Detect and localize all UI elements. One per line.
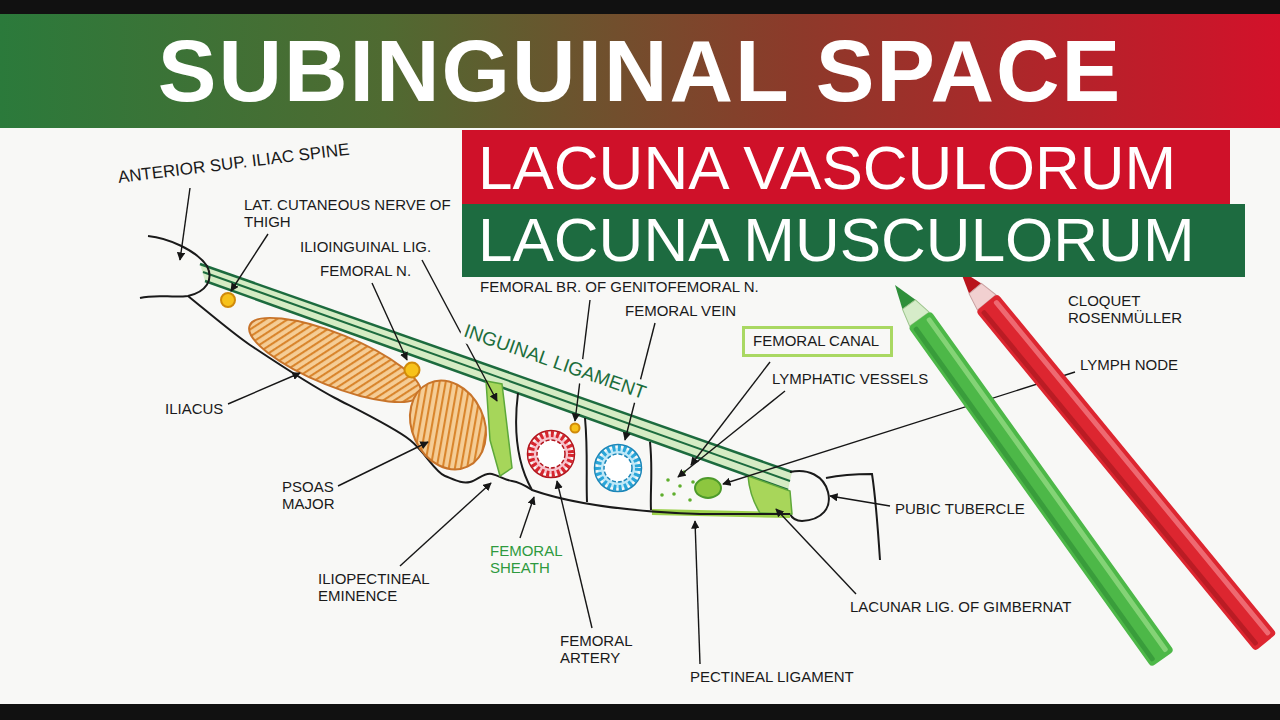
lymph-label: CLOQUET ROSENMÜLLER — [1068, 292, 1188, 327]
femoral-artery — [528, 431, 575, 478]
bone-outline — [140, 236, 210, 298]
leader-line — [180, 188, 190, 260]
section-banner: LACUNA MUSCULORUM — [462, 204, 1245, 277]
vessel-label: FEMORAL ARTERY — [560, 632, 642, 667]
leader-line — [557, 481, 592, 628]
inguinal-ligament — [200, 264, 792, 490]
femoral-artery — [537, 440, 565, 468]
iliopectineal-arch — [486, 381, 512, 476]
femoral-vein — [595, 445, 642, 492]
section-banner: LACUNA VASCULORUM — [462, 130, 1230, 207]
lymphatic-vessel-dots — [666, 478, 670, 482]
leader-line — [691, 362, 770, 465]
ligament-label: ILIOINGUINAL LIG. — [300, 238, 431, 255]
ligament-label: INGUINAL LIGAMENT — [458, 318, 652, 406]
femoral-sheath — [585, 418, 587, 502]
ligament-label: LACUNAR LIG. OF GIMBERNAT — [850, 598, 1071, 615]
leader-line — [830, 496, 890, 506]
muscle-label: ILIACUS — [165, 400, 223, 417]
nerve-dot — [571, 424, 580, 433]
lymph-node — [695, 478, 721, 498]
inguinal-ligament — [203, 272, 790, 481]
node-text: LACUNA VASCULORUM — [478, 134, 1176, 202]
femoral-sheath — [516, 393, 790, 514]
femoral-vein — [604, 454, 632, 482]
bone-outline — [826, 474, 880, 560]
psoas-muscle — [396, 368, 500, 482]
bone-outline — [140, 236, 880, 560]
lymphatic-vessel-dots — [660, 470, 695, 502]
femoral-artery — [531, 434, 571, 474]
nerve-label: LAT. CUTANEOUS NERVE OF THIGH — [244, 196, 460, 231]
diagram-title: SUBINGUINAL SPACE — [158, 27, 1123, 115]
lacunar-ligament — [748, 476, 792, 514]
node-text: LACUNA MUSCULORUM — [478, 206, 1195, 274]
node-text: FEMORAL CANAL — [753, 333, 879, 350]
muscle-label: PSOAS MAJOR — [282, 478, 342, 513]
nerve-dot — [221, 293, 235, 307]
femoral-sheath — [650, 442, 651, 510]
bone-landmark-label: ILIOPECTINEAL EMINENCE — [318, 570, 438, 605]
nerve-dot — [405, 363, 420, 378]
lacunar-ligament — [748, 476, 792, 514]
iliacus-muscle — [240, 301, 430, 418]
leader-line — [338, 442, 428, 486]
femoral-sheath — [516, 393, 790, 514]
lymph-label: LYMPHATIC VESSELS — [772, 370, 928, 387]
femoral-vein — [598, 448, 638, 488]
vessel-label: FEMORAL VEIN — [625, 302, 736, 319]
bone-landmark-label: ANTERIOR SUP. ILIAC SPINE — [117, 140, 351, 188]
lymphatic-vessel-dots — [688, 498, 692, 502]
iliopectineal-arch — [486, 381, 512, 476]
structure-box: FEMORAL CANAL — [742, 326, 893, 357]
nerve-label: FEMORAL N. — [320, 262, 411, 279]
sheath-label: FEMORAL SHEATH — [490, 542, 572, 577]
lymph-node — [695, 478, 721, 498]
inguinal-ligament — [205, 281, 788, 490]
femoral-vein — [595, 445, 642, 492]
lymphatic-vessel-dots — [660, 493, 664, 497]
bone-outline — [790, 471, 829, 521]
leader-line — [228, 373, 300, 404]
leader-line — [231, 234, 268, 291]
inguinal-ligament — [200, 264, 792, 490]
femoral-artery — [528, 431, 575, 478]
leader-line — [400, 483, 491, 566]
title-banner: SUBINGUINAL SPACE — [0, 14, 1280, 128]
lymph-label: LYMPH NODE — [1080, 356, 1178, 373]
leader-line — [678, 391, 785, 477]
leader-line — [695, 521, 700, 664]
psoas-muscle — [396, 368, 500, 482]
iliacus-muscle — [240, 301, 430, 418]
lymphatic-vessel-dots — [691, 480, 695, 484]
leader-line — [372, 283, 407, 360]
bone-landmark-label: PUBIC TUBERCLE — [895, 500, 1025, 517]
leader-line — [520, 497, 534, 538]
nerve-label: FEMORAL BR. OF GENITOFEMORAL N. — [480, 278, 759, 295]
leader-line — [776, 509, 856, 594]
ligament-label: PECTINEAL LIGAMENT — [690, 668, 854, 685]
paper-ground — [0, 128, 1280, 704]
lymphatic-vessel-dots — [678, 484, 682, 488]
lymphatic-vessel-dots — [672, 492, 676, 496]
